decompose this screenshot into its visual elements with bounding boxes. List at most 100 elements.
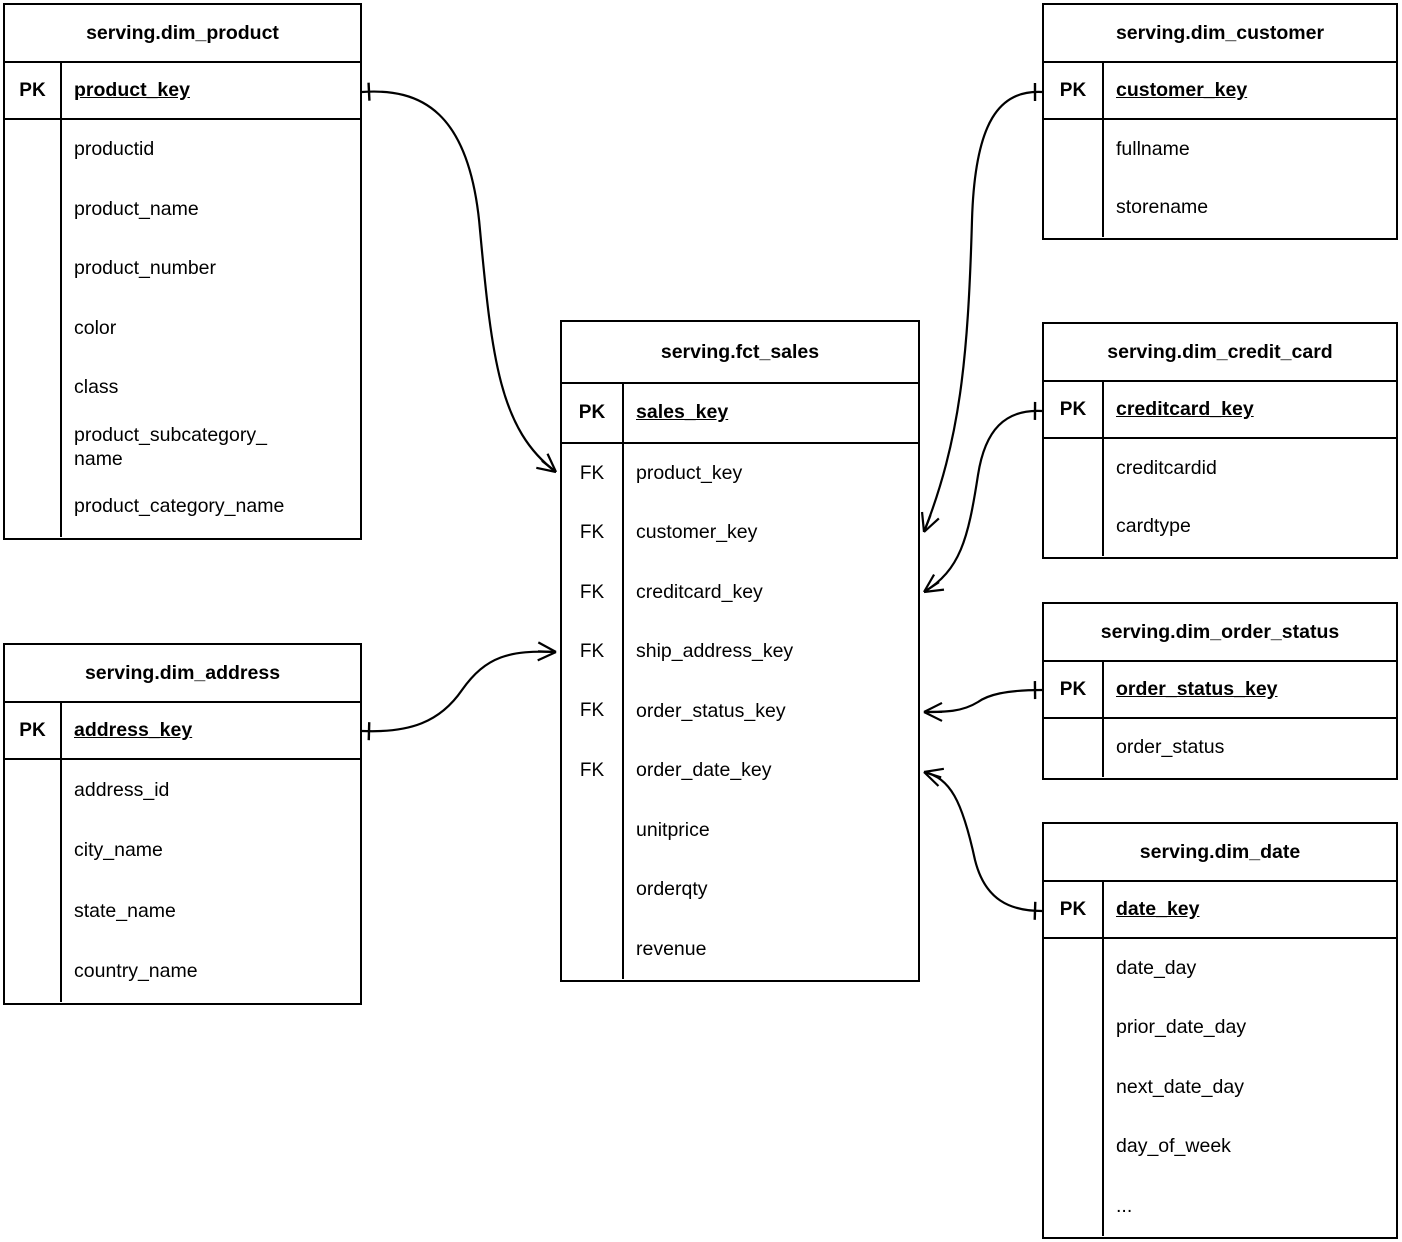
- cardinality-many-marker: [541, 459, 557, 473]
- attribute-name: customer_key: [636, 521, 758, 544]
- attribute-row: cardtype: [1044, 497, 1396, 556]
- attribute-row: FK product_key: [562, 444, 918, 504]
- pk-field-dim_credit_card: creditcard_key: [1116, 397, 1254, 420]
- attribute-name: product_subcategory_ name: [74, 424, 267, 470]
- cardinality-many-marker: [923, 701, 943, 713]
- attribute-name: creditcard_key: [636, 580, 763, 603]
- attribute-key-tag: [5, 239, 62, 299]
- cardinality-many-marker: [923, 588, 945, 594]
- relationship-rel-product-sales[interactable]: [361, 82, 557, 474]
- attribute-row: state_name: [5, 881, 360, 942]
- attribute-key-tag: [1044, 178, 1104, 237]
- pk-field-dim_address: address_key: [74, 718, 193, 741]
- pk-tag-dim_customer: PK: [1044, 63, 1104, 118]
- pk-field-fct_sales: sales_key: [636, 401, 729, 424]
- attribute-key-tag: [5, 179, 62, 240]
- attribute-row: day_of_week: [1044, 1117, 1396, 1177]
- attribute-key-tag: [5, 941, 62, 1002]
- attribute-name: day_of_week: [1116, 1135, 1231, 1158]
- entity-title-dim_date: serving.dim_date: [1044, 824, 1396, 882]
- attribute-name: state_name: [74, 899, 176, 922]
- attribute-row: prior_date_day: [1044, 998, 1396, 1058]
- attribute-key-tag: [1044, 939, 1104, 999]
- cardinality-many-marker: [923, 517, 940, 533]
- entity-title-dim_product: serving.dim_product: [5, 5, 360, 63]
- relationship-rel-address-sales[interactable]: [361, 641, 557, 741]
- entity-title-dim_order_status: serving.dim_order_status: [1044, 604, 1396, 662]
- relationship-line: [922, 90, 1043, 533]
- attribute-name: ...: [1116, 1194, 1133, 1217]
- attribute-key-tag: [1044, 439, 1104, 498]
- attribute-name: unitprice: [636, 818, 710, 841]
- relationship-rel-creditcard-sales[interactable]: [923, 401, 1043, 594]
- attribute-key-tag: FK: [562, 562, 624, 623]
- attribute-name: order_date_key: [636, 759, 772, 782]
- attribute-key-tag: [1044, 719, 1104, 777]
- attribute-key-tag: [1044, 998, 1104, 1058]
- attribute-key-tag: [5, 820, 62, 881]
- attribute-name: product_category_name: [74, 495, 285, 518]
- attribute-key-tag: [5, 477, 62, 537]
- cardinality-many-marker: [537, 650, 557, 654]
- attribute-name: order_status: [1116, 736, 1225, 759]
- attribute-row: product_name: [5, 179, 360, 240]
- relationship-rel-orderstatus-sales[interactable]: [923, 681, 1043, 722]
- pk-tag-dim_product: PK: [5, 63, 62, 118]
- relationship-rel-customer-sales[interactable]: [920, 83, 1043, 533]
- attribute-name: revenue: [636, 937, 707, 960]
- pk-field-dim_date: date_key: [1116, 897, 1200, 920]
- attribute-row: country_name: [5, 941, 360, 1002]
- cardinality-many-marker: [923, 767, 945, 774]
- attribute-key-tag: [562, 919, 624, 979]
- attribute-name: product_key: [636, 462, 743, 485]
- attribute-name: product_name: [74, 197, 199, 220]
- entity-title-fct_sales: serving.fct_sales: [562, 322, 918, 384]
- attribute-name: product_number: [74, 257, 217, 280]
- attribute-key-tag: [1044, 1117, 1104, 1177]
- entity-title-dim_address: serving.dim_address: [5, 645, 360, 703]
- attribute-key-tag: [5, 358, 62, 418]
- pk-tag-dim_order_status: PK: [1044, 662, 1104, 717]
- attribute-name: color: [74, 316, 117, 339]
- cardinality-many-marker: [546, 453, 557, 473]
- relationship-rel-date-sales[interactable]: [923, 767, 1043, 920]
- relationship-line: [361, 650, 557, 733]
- attribute-name: productid: [74, 138, 155, 161]
- cardinality-many-marker: [536, 466, 557, 474]
- attribute-row: creditcardid: [1044, 439, 1396, 498]
- attribute-row: order_status: [1044, 719, 1396, 777]
- relationship-line: [361, 90, 557, 473]
- attribute-key-tag: [5, 881, 62, 942]
- attributes-dim_order_status: order_status: [1044, 719, 1396, 777]
- attribute-key-tag: [1044, 1176, 1104, 1236]
- attribute-name: address_id: [74, 778, 170, 801]
- attribute-name: orderqty: [636, 878, 708, 901]
- attribute-key-tag: FK: [562, 503, 624, 563]
- attribute-row: address_id: [5, 760, 360, 821]
- attribute-row: ...: [1044, 1176, 1396, 1236]
- attribute-row: city_name: [5, 820, 360, 881]
- pk-field-dim_product: product_key: [74, 78, 190, 101]
- cardinality-many-marker: [923, 770, 942, 779]
- attribute-name: storename: [1116, 196, 1209, 219]
- attribute-name: date_day: [1116, 957, 1197, 979]
- attribute-row: color: [5, 298, 360, 359]
- attribute-row: next_date_day: [1044, 1057, 1396, 1118]
- attribute-key-tag: FK: [562, 444, 624, 504]
- attribute-row: storename: [1044, 178, 1396, 237]
